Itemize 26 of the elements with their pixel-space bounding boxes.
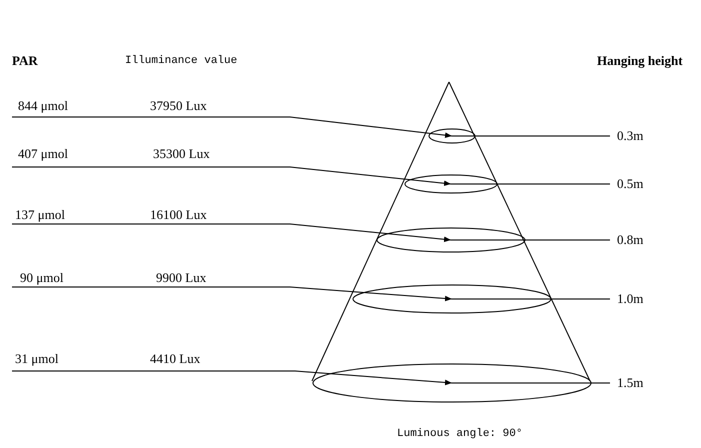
lux-value: 4410 Lux bbox=[150, 351, 200, 366]
leader-line bbox=[452, 382, 610, 384]
height-label: 0.5m bbox=[617, 176, 644, 191]
lux-value: 35300 Lux bbox=[153, 146, 210, 161]
leader-arrow bbox=[12, 286, 452, 302]
column-header: Hanging height bbox=[597, 53, 683, 68]
height-label: 0.8m bbox=[617, 232, 644, 247]
leader-arrow bbox=[12, 370, 452, 386]
leader-arrow bbox=[12, 116, 452, 138]
par-value: 31 μmol bbox=[15, 351, 58, 366]
column-header: Illuminance value bbox=[125, 54, 238, 69]
height-label: 1.5m bbox=[617, 375, 644, 390]
angle-note: Luminous angle: 90° bbox=[397, 427, 522, 442]
par-value: 407 μmol bbox=[18, 146, 68, 161]
lux-value: 9900 Lux bbox=[156, 270, 206, 285]
par-value: 90 μmol bbox=[20, 270, 64, 285]
column-header: PAR bbox=[12, 53, 38, 68]
leader-line bbox=[452, 298, 610, 300]
lux-value: 16100 Lux bbox=[150, 207, 207, 222]
lux-value: 37950 Lux bbox=[150, 98, 207, 113]
height-label: 0.3m bbox=[617, 128, 644, 143]
par-value: 137 μmol bbox=[15, 207, 65, 222]
par-value: 844 μmol bbox=[18, 98, 68, 113]
height-label: 1.0m bbox=[617, 291, 644, 306]
leader-arrow bbox=[12, 166, 452, 186]
leader-arrow bbox=[12, 224, 452, 242]
